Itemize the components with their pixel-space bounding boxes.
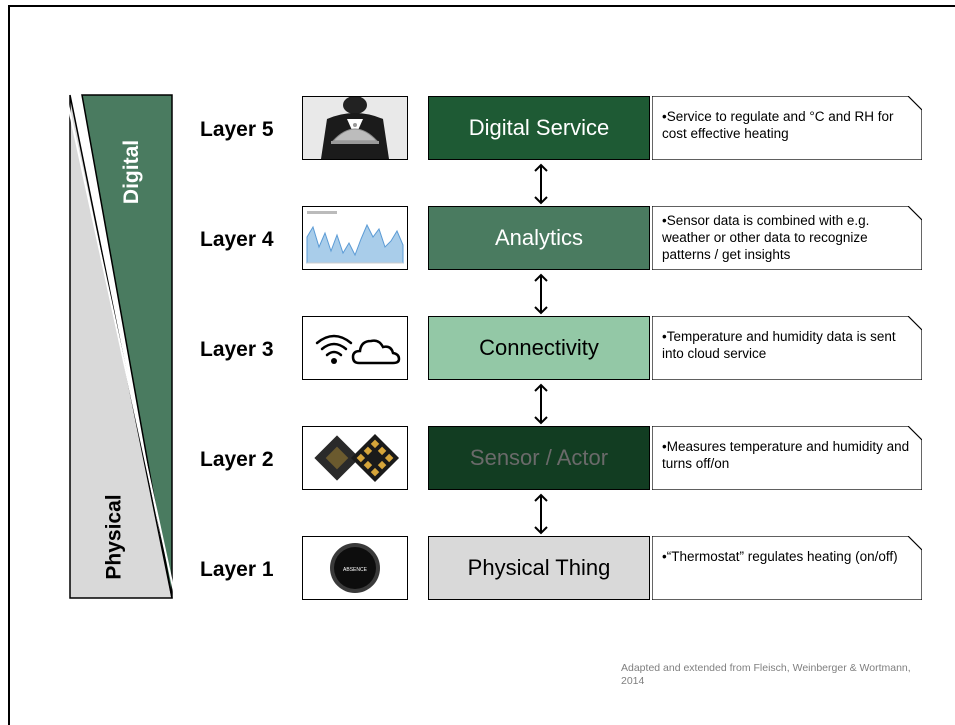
description-callout: Sensor data is combined with e.g. weathe… — [652, 206, 922, 270]
wifi-cloud-icon — [302, 316, 408, 380]
layer-box: Connectivity — [428, 316, 650, 380]
description-callout: Measures temperature and humidity and tu… — [652, 426, 922, 490]
sensor-chip-icon — [302, 426, 408, 490]
description-text: “Thermostat” regulates heating (on/off) — [662, 548, 912, 565]
slide-frame — [8, 5, 955, 725]
digital-wedge — [81, 94, 173, 599]
double-arrow-icon — [534, 493, 548, 535]
description-text: Temperature and humidity data is sent in… — [662, 328, 912, 362]
layer-box: Sensor / Actor — [428, 426, 650, 490]
wifi-icon — [315, 334, 353, 357]
double-arrow-icon — [534, 383, 548, 425]
double-arrow-icon — [534, 273, 548, 315]
description-callout: Service to regulate and °C and RH for co… — [652, 96, 922, 160]
source-credit: Adapted and extended from Fleisch, Weinb… — [621, 662, 911, 687]
layer-box: Digital Service — [428, 96, 650, 160]
description-callout: “Thermostat” regulates heating (on/off) — [652, 536, 922, 600]
cloud-icon — [351, 339, 401, 365]
thermostat-display: ABSENCE — [343, 567, 368, 573]
layer-box: Physical Thing — [428, 536, 650, 600]
thermostat-icon: ABSENCE — [302, 536, 408, 600]
digital-physical-wedge — [65, 94, 177, 602]
description-text: Measures temperature and humidity and tu… — [662, 438, 912, 472]
butler-cloche-icon — [302, 96, 408, 160]
layer-label: Layer 4 — [200, 228, 274, 251]
layer-label: Layer 1 — [200, 558, 274, 581]
line-chart-icon — [302, 206, 408, 270]
description-text: Service to regulate and °C and RH for co… — [662, 108, 912, 142]
description-text: Sensor data is combined with e.g. weathe… — [662, 212, 912, 263]
layer-label: Layer 3 — [200, 338, 274, 361]
layer-label: Layer 5 — [200, 118, 274, 141]
digital-label: Digital — [120, 139, 144, 205]
double-arrow-icon — [534, 163, 548, 205]
physical-label: Physical — [102, 494, 126, 580]
layer-label: Layer 2 — [200, 448, 274, 471]
description-callout: Temperature and humidity data is sent in… — [652, 316, 922, 380]
layer-box: Analytics — [428, 206, 650, 270]
